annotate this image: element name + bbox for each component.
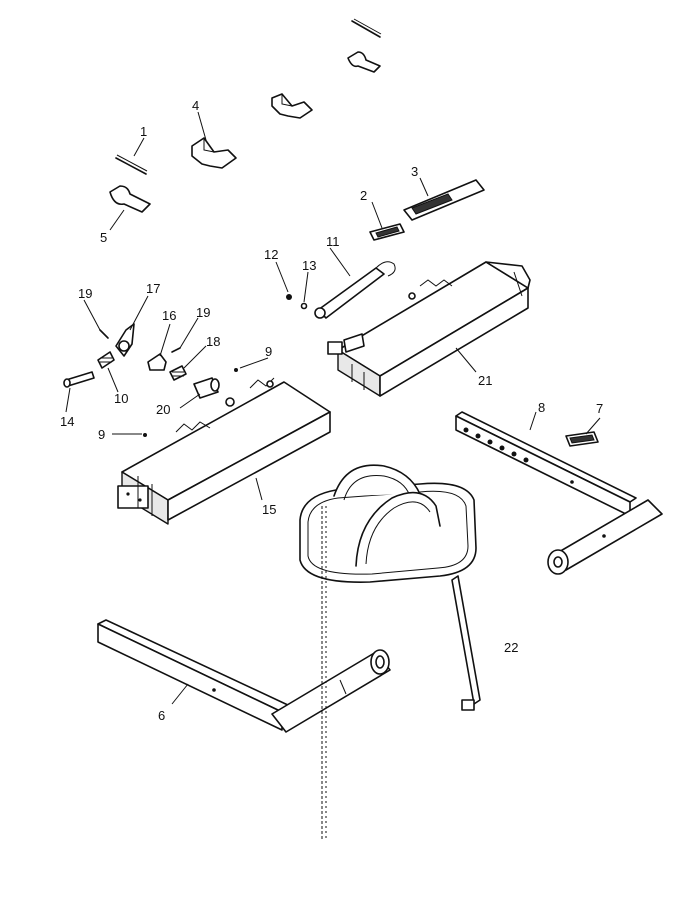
part-12-nut (286, 294, 292, 300)
part-22-sling (299, 464, 481, 840)
callout-19-right: 19 (196, 305, 210, 320)
top-bracket (271, 93, 313, 119)
part-4-bracket (191, 137, 237, 169)
part-11-link (314, 261, 396, 319)
part-1-pin (115, 154, 148, 175)
part-2-decal (369, 223, 405, 241)
part-19-pin-left (99, 329, 109, 339)
part-14-pin (63, 371, 95, 388)
callout-10: 10 (114, 391, 128, 406)
callout-3: 3 (411, 164, 418, 179)
callout-22: 22 (504, 640, 518, 655)
callout-1: 1 (140, 124, 147, 139)
callout-8: 8 (538, 400, 545, 415)
part-17-bracket (115, 323, 135, 357)
part-7-decal (565, 431, 599, 447)
callout-19-left: 19 (78, 286, 92, 301)
callout-5: 5 (100, 230, 107, 245)
part-3-decal (403, 179, 485, 221)
callout-16: 16 (162, 308, 176, 323)
part-19-pin-right (171, 347, 181, 353)
callout-6: 6 (158, 708, 165, 723)
callout-15: 15 (262, 502, 276, 517)
part-5-clip (109, 185, 151, 213)
top-clip (347, 51, 381, 73)
callout-9-lower: 9 (98, 427, 105, 442)
part-21-box-beam (327, 261, 531, 397)
callout-21: 21 (478, 373, 492, 388)
callout-18: 18 (206, 334, 220, 349)
leader-lines (65, 111, 601, 705)
part-16-block (147, 353, 167, 371)
part-10-spring (97, 351, 115, 369)
callout-2: 2 (360, 188, 367, 203)
callout-12: 12 (264, 247, 278, 262)
callout-13: 13 (302, 258, 316, 273)
callout-20: 20 (156, 402, 170, 417)
part-18-spring (169, 365, 187, 381)
part-6-arm (97, 619, 391, 733)
part-13-washer (300, 302, 308, 310)
top-cotter-pin (351, 18, 382, 38)
part-20-pin (193, 377, 220, 399)
part-9-nut-upper (234, 368, 238, 372)
callout-9-upper: 9 (265, 344, 272, 359)
part-8-arm (455, 411, 663, 575)
callout-7: 7 (596, 401, 603, 416)
part-15-box-beam (117, 377, 331, 525)
callout-11: 11 (326, 234, 340, 249)
callout-14: 14 (60, 414, 74, 429)
callout-4: 4 (192, 98, 199, 113)
part-9-nut-lower (143, 433, 147, 437)
callout-17: 17 (146, 281, 160, 296)
